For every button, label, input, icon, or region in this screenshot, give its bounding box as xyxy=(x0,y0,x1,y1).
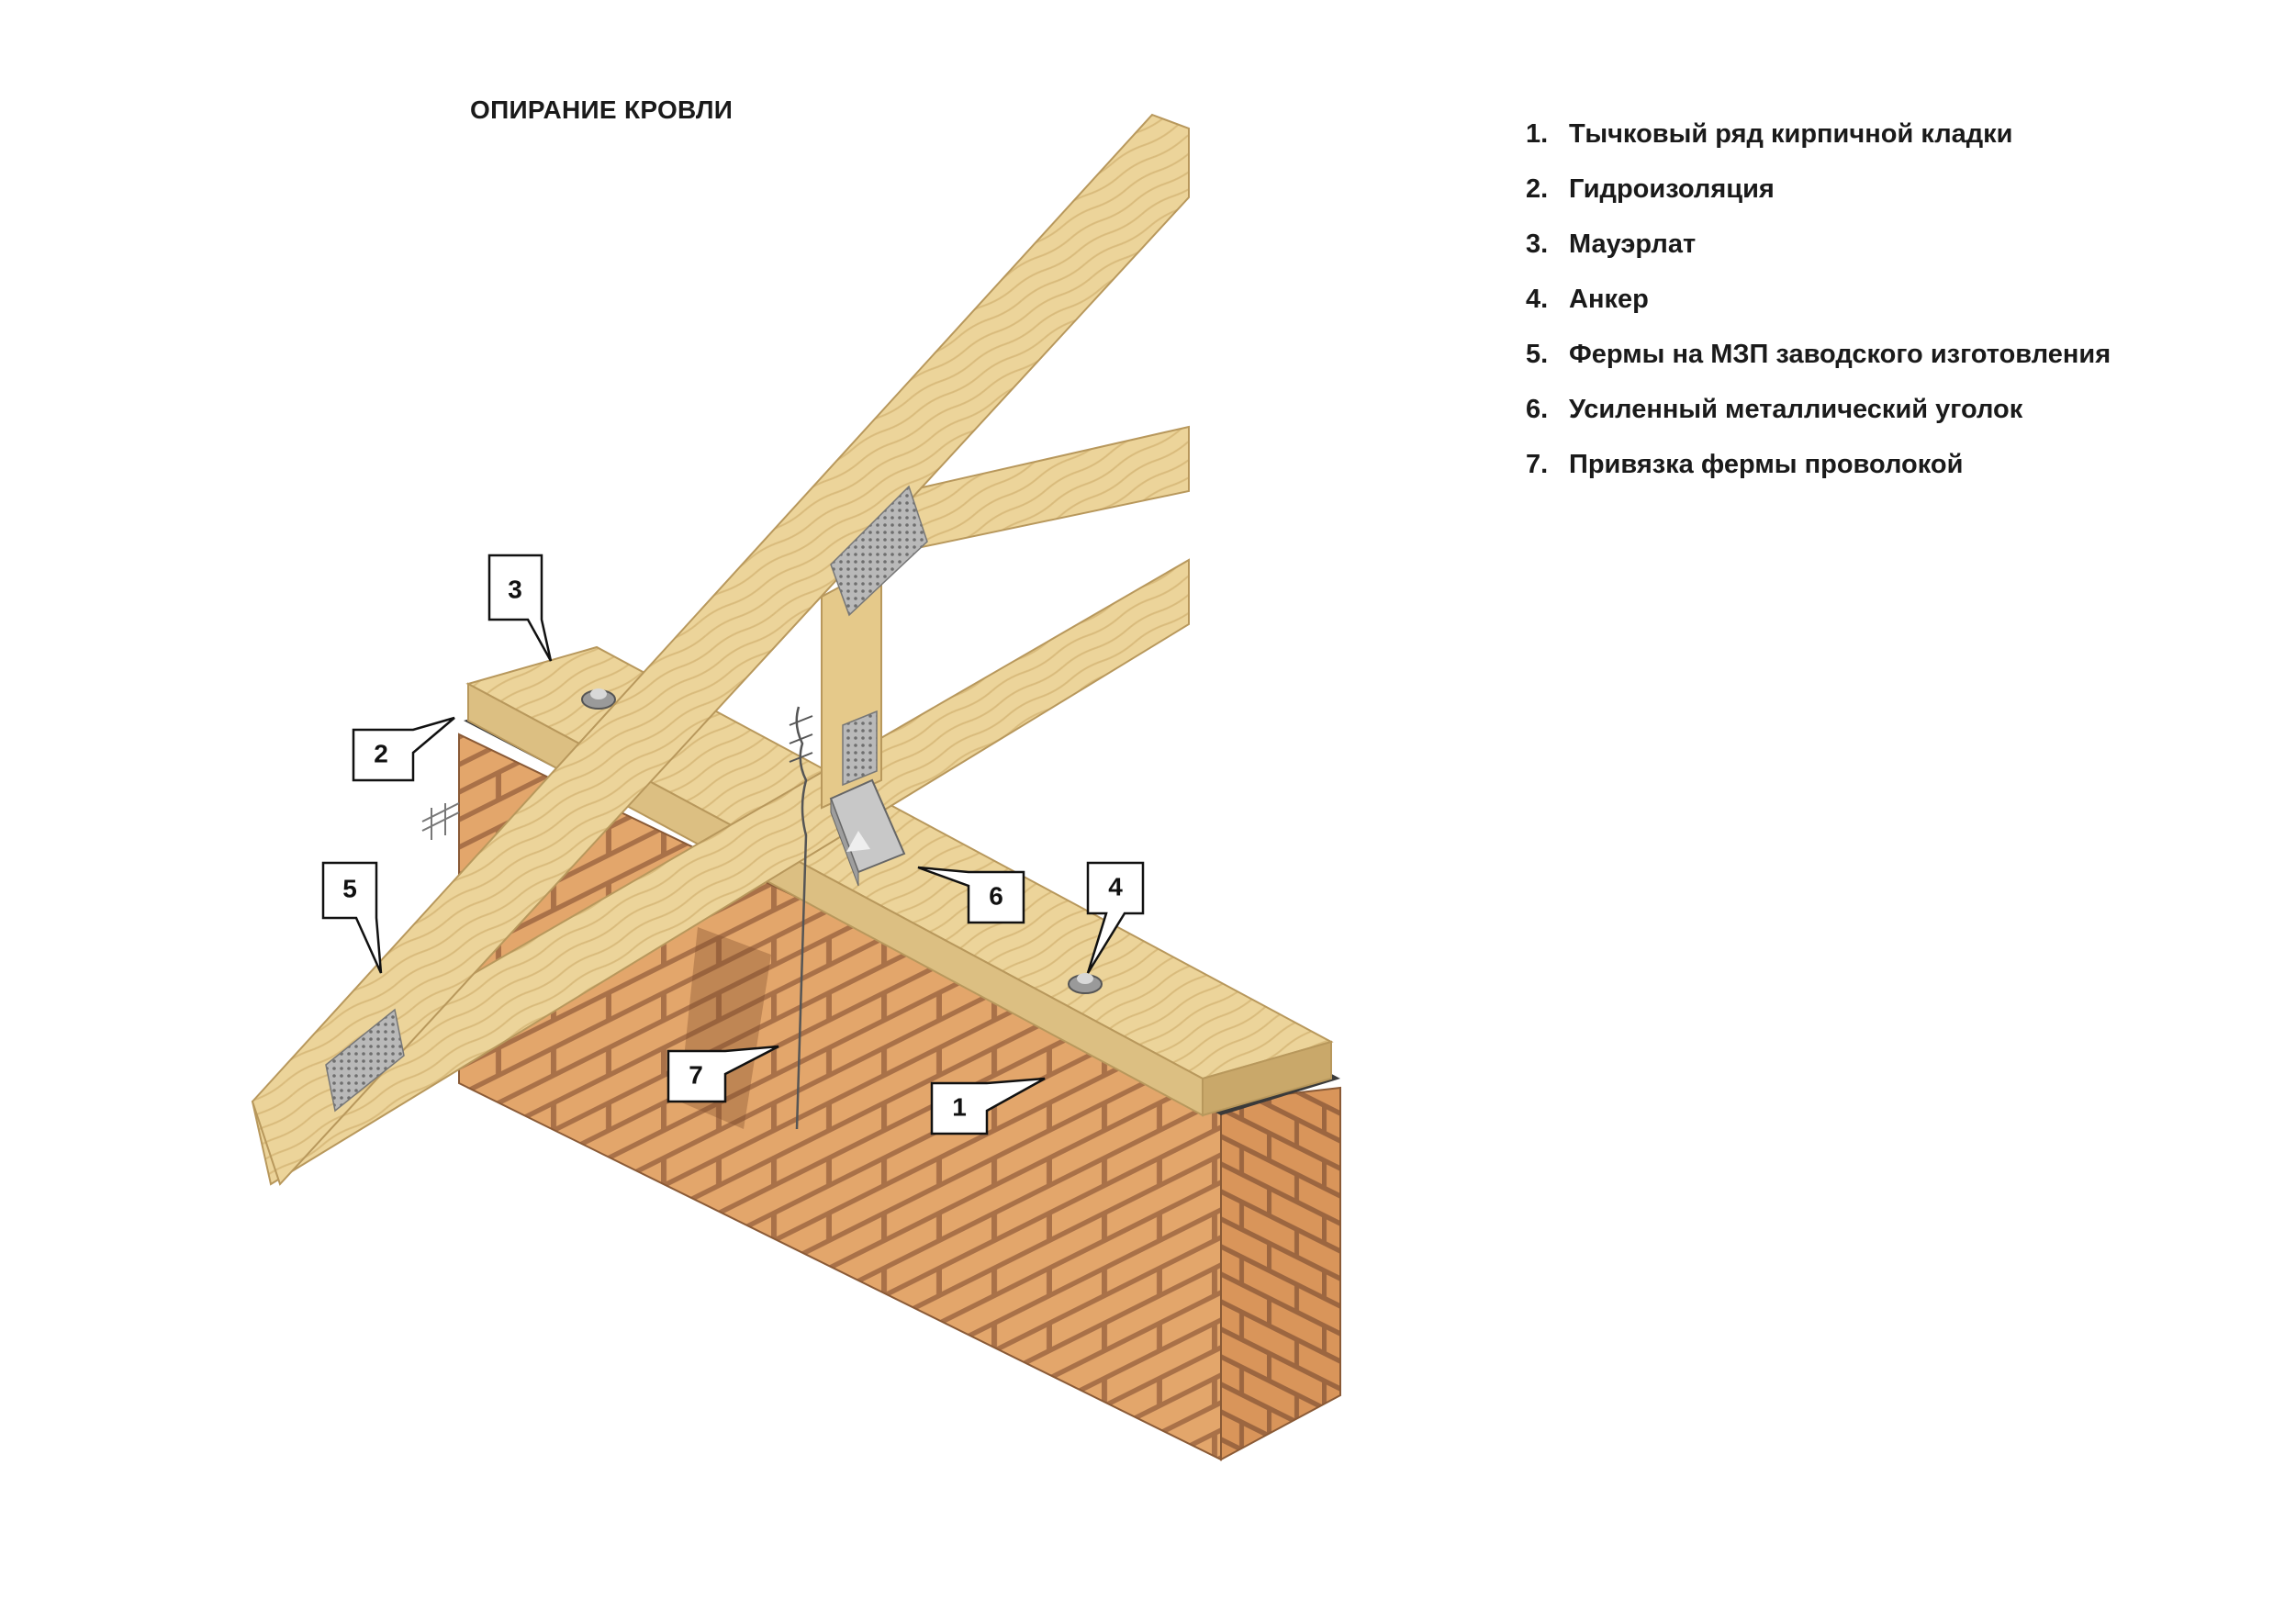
callout-label: 7 xyxy=(689,1060,703,1089)
steel-angle-bracket xyxy=(829,778,906,887)
callout-3: 3 xyxy=(487,554,553,662)
legend-item: 7. Привязка фермы проволокой xyxy=(1526,450,2111,505)
callout-label: 4 xyxy=(1108,872,1123,900)
legend-item: 1. Тычковый ряд кирпичной кладки xyxy=(1526,119,2111,174)
callout-label: 5 xyxy=(342,874,357,902)
legend-item: 4. Анкер xyxy=(1526,285,2111,340)
legend-number: 1. xyxy=(1526,119,1549,149)
metal-connector-plate xyxy=(325,1008,405,1113)
callout-4: 4 xyxy=(1086,861,1145,974)
mauerlat-end xyxy=(1202,1040,1332,1117)
legend-number: 3. xyxy=(1526,229,1549,259)
legend-text: Усиленный металлический уголок xyxy=(1569,395,2023,424)
wall-reinforcement-mesh xyxy=(421,802,460,840)
tie-wire xyxy=(795,706,808,1130)
page-title: ОПИРАНИЕ КРОВЛИ xyxy=(470,95,734,124)
legend-item: 3. Мауэрлат xyxy=(1526,229,2111,285)
callout-label: 2 xyxy=(374,739,388,767)
legend-number: 2. xyxy=(1526,174,1549,204)
legend: 1. Тычковый ряд кирпичной кладки 2. Гидр… xyxy=(1526,119,2111,505)
callout-5: 5 xyxy=(321,861,383,974)
callout-label: 6 xyxy=(989,881,1003,910)
callout-7: 7 xyxy=(666,1045,779,1103)
callout-label: 1 xyxy=(952,1092,967,1121)
legend-text: Анкер xyxy=(1569,285,1649,314)
legend-text: Мауэрлат xyxy=(1569,229,1697,259)
tie-wire-twist xyxy=(789,715,813,763)
metal-connector-plate xyxy=(842,710,878,787)
callout-2: 2 xyxy=(352,716,455,782)
legend-text: Гидроизоляция xyxy=(1569,174,1775,204)
callout-label: 3 xyxy=(508,575,522,603)
callout-6: 6 xyxy=(917,866,1025,924)
callout-1: 1 xyxy=(930,1077,1046,1135)
legend-item: 6. Усиленный металлический уголок xyxy=(1526,395,2111,450)
legend-text: Привязка фермы проволокой xyxy=(1569,450,1964,479)
legend-number: 7. xyxy=(1526,450,1549,479)
legend-text: Фермы на МЗП заводского изготовления xyxy=(1569,340,2111,369)
legend-item: 5. Фермы на МЗП заводского изготовления xyxy=(1526,340,2111,395)
legend-number: 6. xyxy=(1526,395,1549,424)
legend-number: 4. xyxy=(1526,285,1549,314)
metal-connector-plate xyxy=(830,485,928,617)
truss-top-chord xyxy=(251,113,1190,1186)
legend-item: 2. Гидроизоляция xyxy=(1526,174,2111,229)
legend-number: 5. xyxy=(1526,340,1549,369)
legend-text: Тычковый ряд кирпичной кладки xyxy=(1569,119,2013,149)
anchor-bolt xyxy=(581,688,616,710)
brick-wall-end xyxy=(1220,1086,1341,1461)
anchor-bolt xyxy=(1068,973,1103,994)
